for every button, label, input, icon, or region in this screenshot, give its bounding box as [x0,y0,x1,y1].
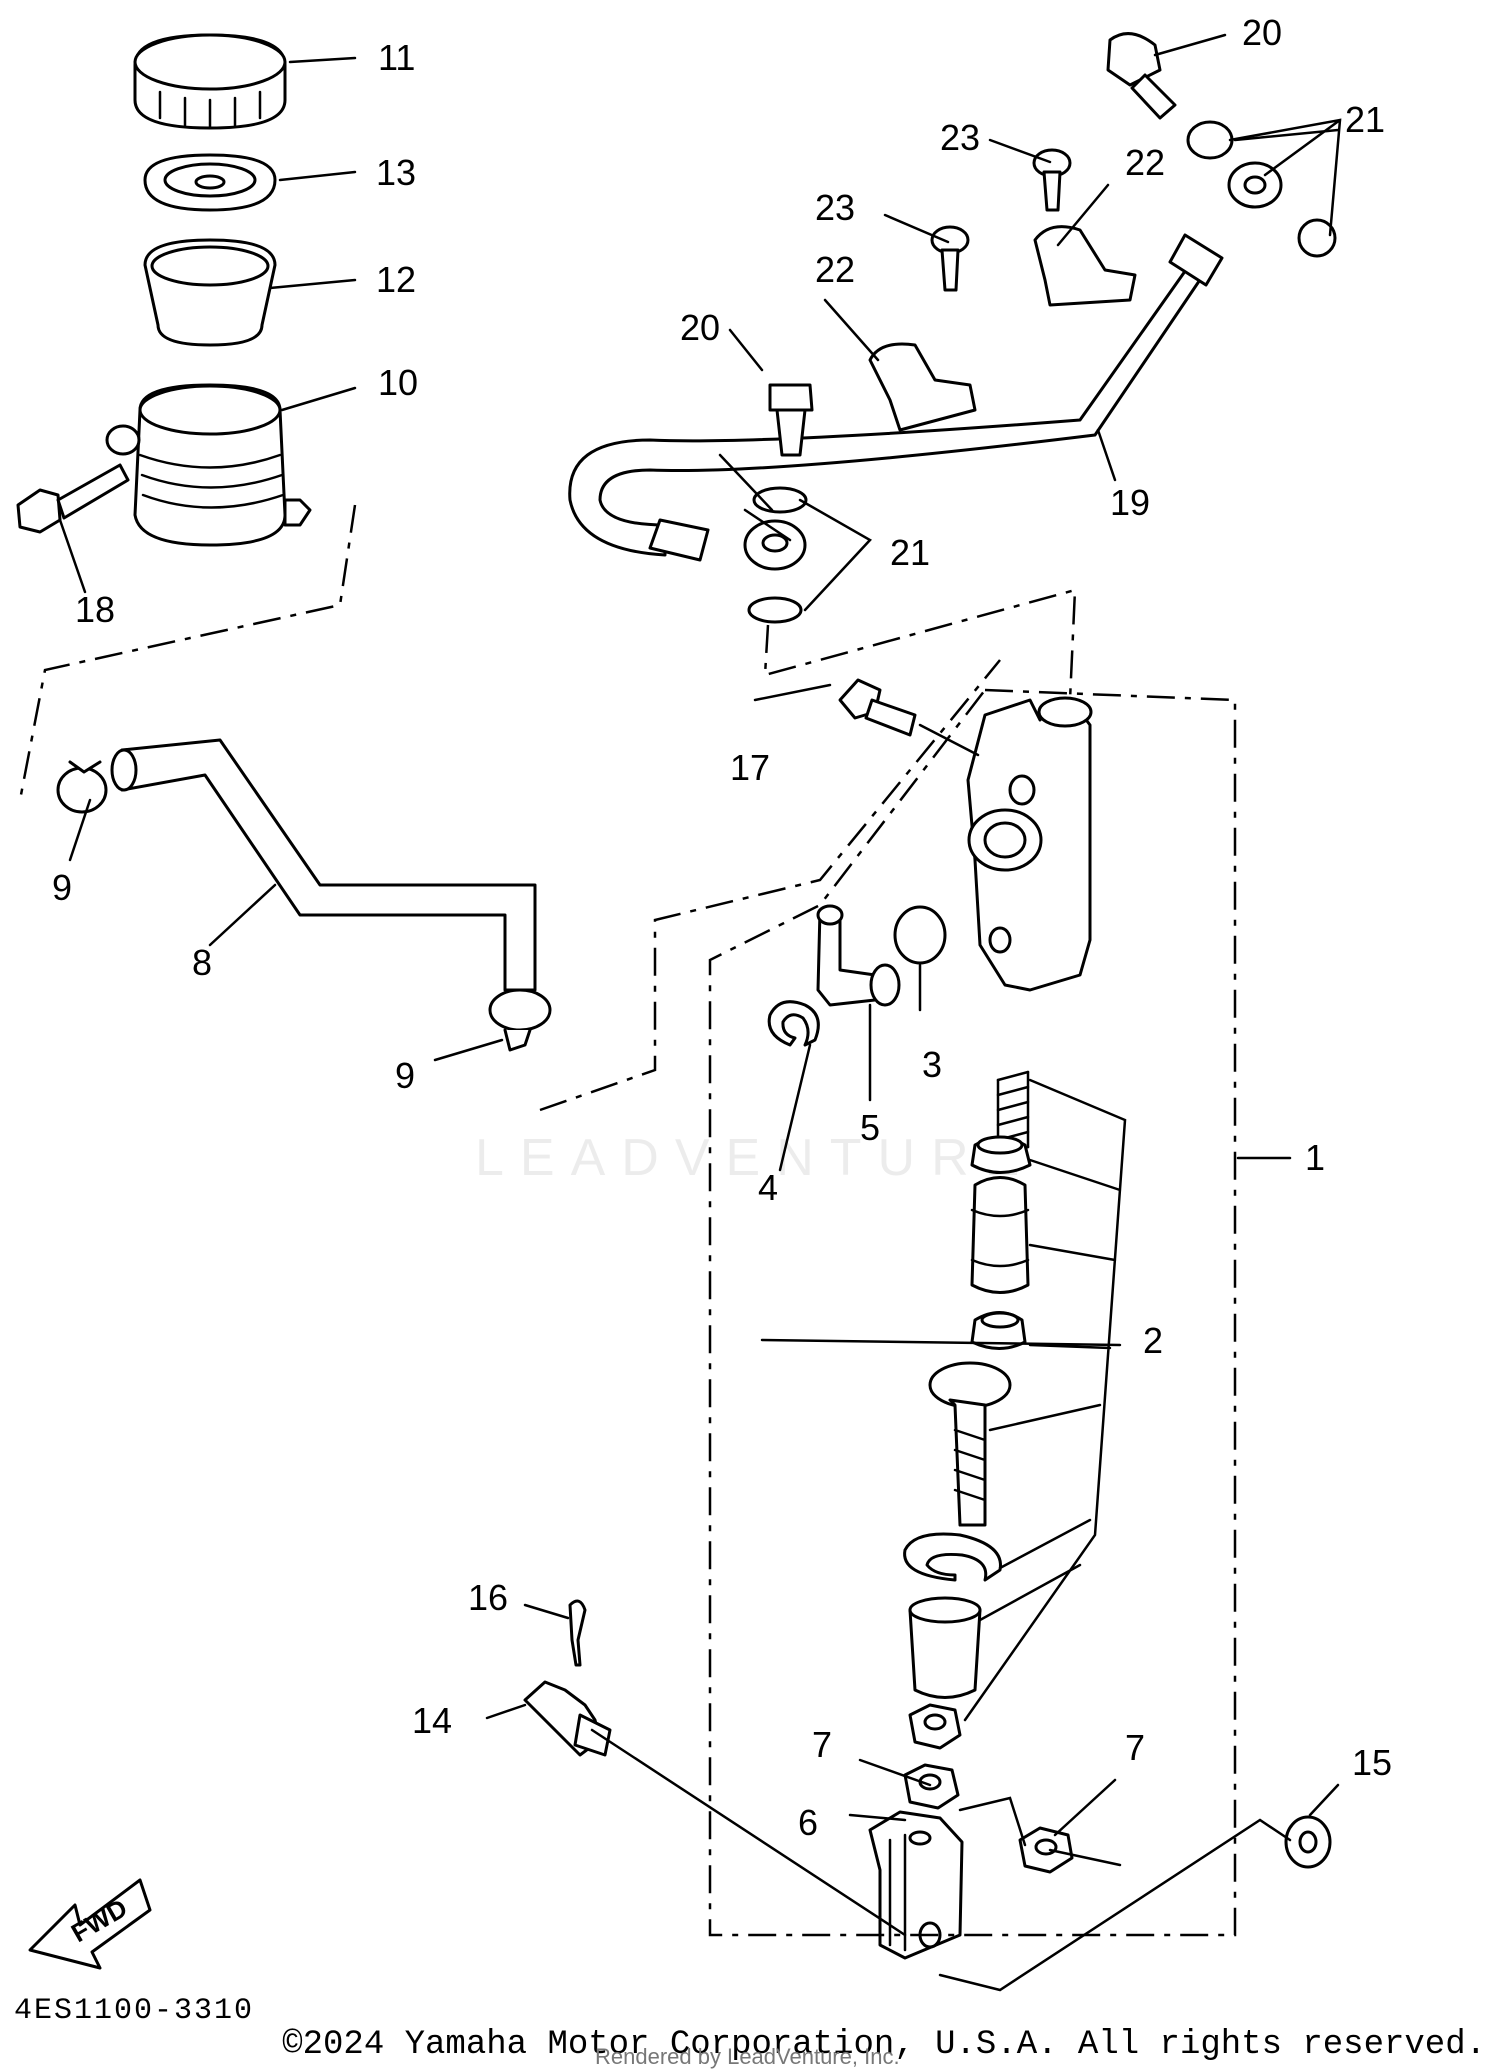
callout-20-lower: 20 [680,307,720,348]
bracket-21-lower [798,498,872,612]
callout-6: 6 [798,1802,818,1843]
hose-clamp-9-upper[interactable] [56,760,108,814]
callout-4: 4 [758,1167,778,1208]
primary-cup[interactable] [970,1135,1032,1174]
callout-7-right: 7 [1125,1727,1145,1768]
callout-5: 5 [860,1107,880,1148]
hose-guide-22-right[interactable] [1033,225,1137,307]
circlip-kit[interactable] [903,1532,1002,1582]
screw-23-left[interactable] [930,225,970,292]
secondary-cup[interactable] [970,1311,1027,1350]
callout-12: 12 [376,259,416,300]
nut-7-right[interactable] [1018,1826,1074,1874]
bracket-21-upper [1228,118,1342,237]
nut-kit[interactable] [908,1703,962,1750]
callout-18: 18 [75,589,115,630]
leader-lines [58,33,1340,1937]
callout-8: 8 [192,942,212,983]
screw-23-right[interactable] [1032,148,1072,212]
watermark: LEADVENTURE [475,1129,1036,1187]
brake-hose-dash [763,588,1077,701]
callout-14: 14 [412,1700,452,1741]
kit-boundary [708,688,1237,1937]
callout-23-upper: 23 [940,117,980,158]
reservoir-hose[interactable] [110,738,537,992]
callout-3: 3 [922,1044,942,1085]
banjo-fitting-lower[interactable] [743,519,807,571]
boot[interactable] [908,1596,982,1699]
master-cylinder-body[interactable] [966,696,1093,992]
bracket-2 [963,1078,1127,1722]
copyright: ©2024 Yamaha Motor Corporation, U.S.A. A… [282,2026,1486,2064]
callout-2: 2 [1143,1320,1163,1361]
circlip-4[interactable] [767,1000,820,1047]
cotter-pin-16[interactable] [568,1599,587,1667]
fwd-arrow: FWD [28,1878,152,1970]
hose-joint-5[interactable] [816,904,901,1007]
hose-clamp-9-lower[interactable] [488,988,552,1052]
o-ring-3[interactable] [893,905,947,965]
callout-9-upper: 9 [52,867,72,908]
bolt-18[interactable] [16,463,130,534]
washer-15[interactable] [1284,1815,1332,1869]
callout-10: 10 [378,362,418,403]
callout-21-upper: 21 [1345,99,1385,140]
reservoir-cap[interactable] [133,33,287,130]
callout-20-upper: 20 [1242,12,1282,53]
union-bolt-20-upper[interactable] [1106,32,1177,120]
hose-guide-22-left[interactable] [868,342,977,432]
diaphragm[interactable] [143,238,277,347]
callout-21-lower: 21 [890,532,930,573]
callout-13: 13 [376,152,416,193]
hose-routing-dash [18,504,1001,1112]
callout-9-lower: 9 [395,1055,415,1096]
rendered-by: Rendered by LeadVenture, Inc. [595,2044,900,2069]
callout-11: 11 [378,37,415,78]
reservoir-tank[interactable] [105,383,312,547]
bolt-17[interactable] [838,678,917,737]
callout-7-left: 7 [812,1724,832,1765]
piston[interactable] [970,1176,1030,1294]
callout-22-lower: 22 [815,249,855,290]
copper-washers-21[interactable] [747,120,1337,624]
push-rod[interactable] [928,1361,1012,1527]
pin-14[interactable] [523,1680,612,1757]
diaphragm-plate[interactable] [143,153,277,212]
callout-15: 15 [1352,1742,1392,1783]
bracket-15 [938,1796,1292,1992]
callout-16: 16 [468,1577,508,1618]
nut-7-upper[interactable] [903,1763,960,1810]
diagram-code: 4ES1100-3310 [14,1994,254,2028]
union-bolt-20-lower[interactable] [768,383,814,457]
callout-17: 17 [730,747,770,788]
brake-hose[interactable] [568,233,1224,562]
callout-1: 1 [1305,1137,1325,1178]
callout-23-lower: 23 [815,187,855,228]
callout-19: 19 [1110,482,1150,523]
callout-22-upper: 22 [1125,142,1165,183]
